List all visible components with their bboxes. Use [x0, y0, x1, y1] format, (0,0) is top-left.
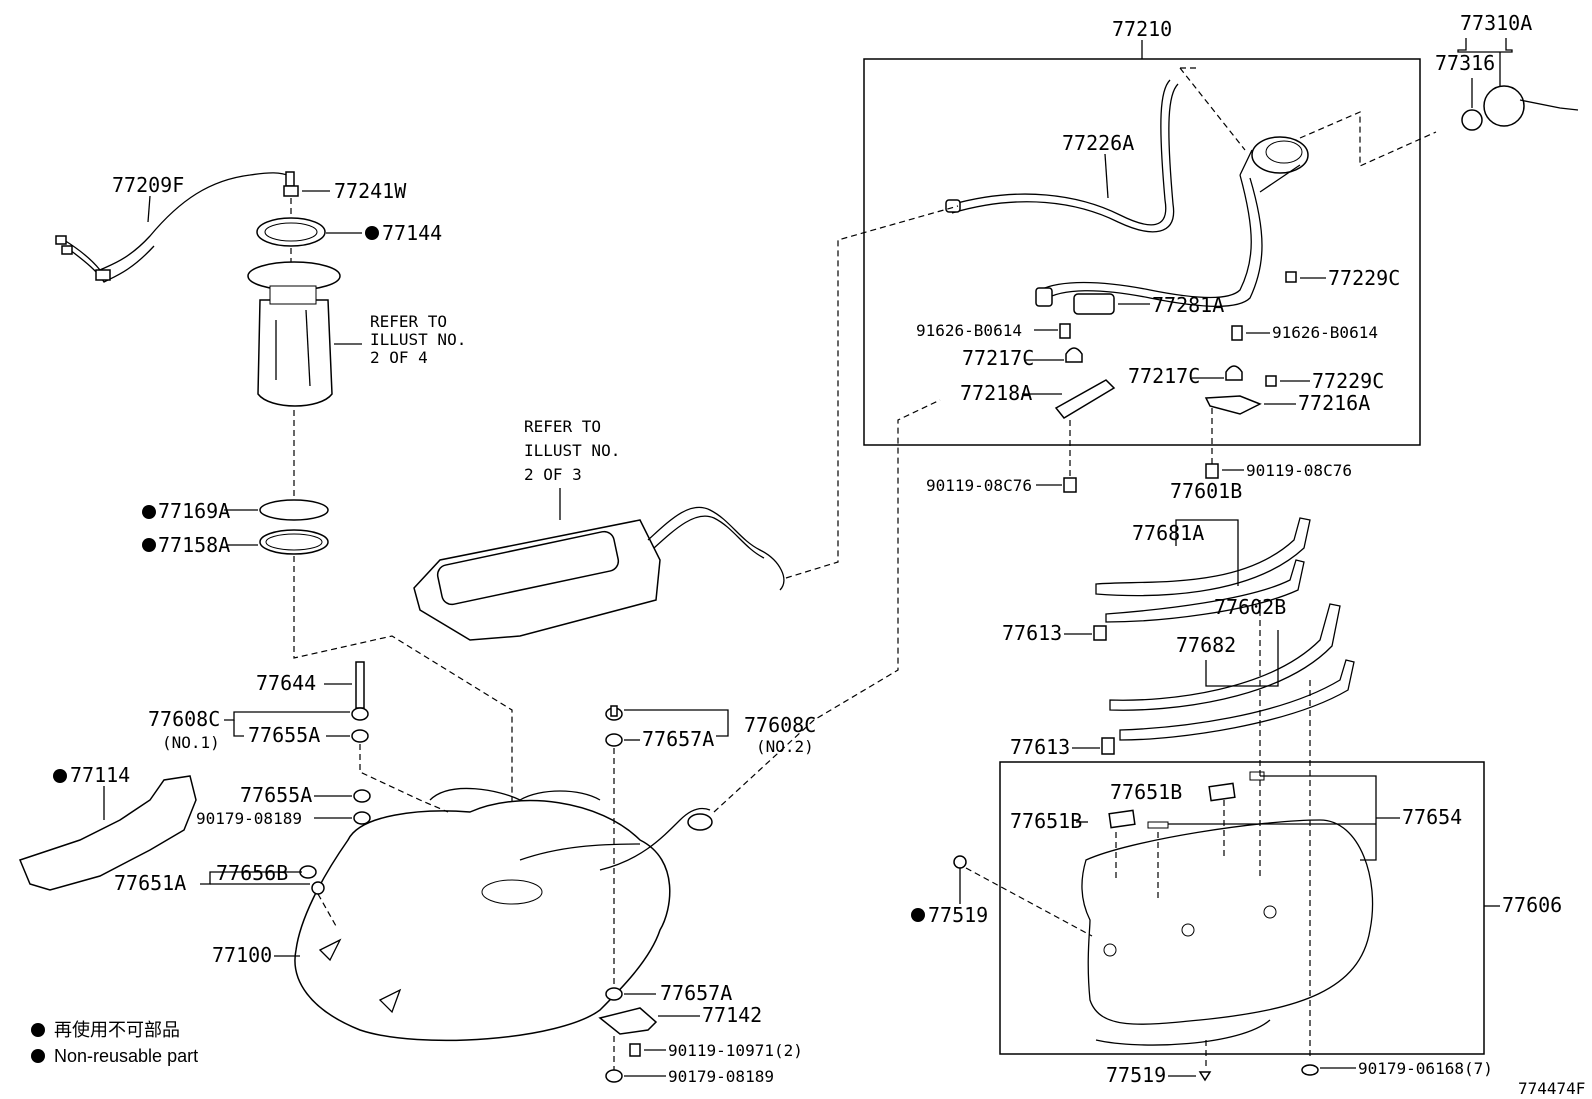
charcoal-canister[interactable]	[413, 506, 785, 641]
nonreusable-mark-77114	[53, 769, 67, 783]
bracket-77142[interactable]	[598, 1007, 658, 1035]
label-77644[interactable]: 77644	[256, 671, 316, 695]
label-77241W[interactable]: 77241W	[334, 179, 407, 203]
label-77519-b[interactable]: 77519	[1106, 1063, 1166, 1087]
bracket-77216A[interactable]	[1204, 395, 1262, 415]
retainer-ring-77144[interactable]	[256, 217, 326, 247]
cushion-77651B-b[interactable]	[1108, 809, 1136, 829]
clip-77241W[interactable]	[283, 185, 299, 197]
fuel-pump-assembly[interactable]	[247, 261, 341, 407]
refer-note-2-line3: 2 OF 3	[524, 465, 582, 484]
label-77218A[interactable]: 77218A	[960, 381, 1032, 405]
label-77100[interactable]: 77100	[212, 943, 272, 967]
wire-harness-77209F[interactable]	[55, 171, 295, 283]
label-77654[interactable]: 77654	[1402, 805, 1462, 829]
fuel-cap[interactable]	[1461, 85, 1579, 131]
label-77613-a[interactable]: 77613	[1002, 621, 1062, 645]
fuel-tank-protector-77606[interactable]	[1081, 819, 1374, 1046]
filler-pipe[interactable]	[945, 79, 1309, 307]
label-77229C-a[interactable]: 77229C	[1328, 266, 1400, 290]
legend-text-en: Non-reusable part	[54, 1046, 198, 1066]
protector-77218A[interactable]	[1054, 379, 1116, 419]
refer-note-2-line1: REFER TO	[524, 417, 601, 436]
label-77608C-b[interactable]: 77608C	[744, 713, 816, 737]
label-90179-08189-b[interactable]: 90179-08189	[668, 1067, 774, 1086]
clamp-77281A[interactable]	[1073, 293, 1115, 315]
label-77682[interactable]: 77682	[1176, 633, 1236, 657]
legend-bullet-jp	[31, 1023, 45, 1037]
label-77114[interactable]: 77114	[70, 763, 130, 787]
gasket-77169A[interactable]	[259, 499, 329, 521]
label-77681A[interactable]: 77681A	[1132, 521, 1204, 545]
label-90179-06168[interactable]: 90179-06168(7)	[1358, 1059, 1493, 1078]
stud-77644[interactable]	[355, 661, 365, 709]
label-77608C-a-sub: (NO.1)	[162, 733, 220, 752]
label-77608C-a[interactable]: 77608C	[148, 707, 220, 731]
label-90119-08C76-a[interactable]: 90119-08C76	[926, 476, 1032, 495]
label-77142[interactable]: 77142	[702, 1003, 762, 1027]
label-77229C-b[interactable]: 77229C	[1312, 369, 1384, 393]
heat-insulator-77114[interactable]	[18, 775, 197, 891]
nonreusable-mark-77144	[365, 226, 379, 240]
legend-text-jp: 再使用不可部品	[54, 1020, 180, 1040]
label-77216A[interactable]: 77216A	[1298, 391, 1370, 415]
refer-note-2-line2: ILLUST NO.	[524, 441, 620, 460]
label-77606[interactable]: 77606	[1502, 893, 1562, 917]
label-91626-a[interactable]: 91626-B0614	[916, 321, 1022, 340]
clip-77217C-b[interactable]	[1225, 365, 1243, 381]
label-77217C-b[interactable]: 77217C	[1128, 364, 1200, 388]
gasket-77158A[interactable]	[259, 529, 329, 555]
label-77209F[interactable]: 77209F	[112, 173, 184, 197]
label-77144[interactable]: 77144	[382, 221, 442, 245]
fuel-tank-band-77601B[interactable]	[1095, 517, 1311, 623]
fuel-tank-77100[interactable]	[294, 787, 713, 1042]
label-77226A[interactable]: 77226A	[1062, 131, 1134, 155]
clip-77217C-a[interactable]	[1065, 347, 1083, 363]
label-77651A[interactable]: 77651A	[114, 871, 186, 895]
label-77169A[interactable]: 77169A	[158, 499, 230, 523]
label-90179-08189-a[interactable]: 90179-08189	[196, 809, 302, 828]
label-77657A-b[interactable]: 77657A	[660, 981, 732, 1005]
nonreusable-mark-77158A	[142, 538, 156, 552]
refer-note-1-line2: ILLUST NO.	[370, 330, 466, 349]
label-77608C-b-sub: (NO.2)	[756, 737, 814, 756]
label-77316[interactable]: 77316	[1435, 51, 1495, 75]
diagram-id: 774474F	[1518, 1079, 1585, 1098]
label-77651B-b[interactable]: 77651B	[1010, 809, 1082, 833]
label-77655A-b[interactable]: 77655A	[240, 783, 312, 807]
label-77281A[interactable]: 77281A	[1152, 293, 1224, 317]
label-77210[interactable]: 77210	[1112, 17, 1172, 41]
label-91626-b[interactable]: 91626-B0614	[1272, 323, 1378, 342]
legend-bullet-en	[31, 1049, 45, 1063]
label-77657A-a[interactable]: 77657A	[642, 727, 714, 751]
refer-note-1-line1: REFER TO	[370, 312, 447, 331]
fuel-tank-band-77602B[interactable]	[1109, 603, 1355, 741]
label-90119-08C76-b[interactable]: 90119-08C76	[1246, 461, 1352, 480]
label-77601B[interactable]: 77601B	[1170, 479, 1242, 503]
nonreusable-mark-77519	[911, 908, 925, 922]
label-77655A-a[interactable]: 77655A	[248, 723, 320, 747]
label-77519-a[interactable]: 77519	[928, 903, 988, 927]
label-77613-b[interactable]: 77613	[1010, 735, 1070, 759]
label-77217C-a[interactable]: 77217C	[962, 346, 1034, 370]
label-77656B[interactable]: 77656B	[216, 861, 288, 885]
refer-note-1-line3: 2 OF 4	[370, 348, 428, 367]
label-77651B-a[interactable]: 77651B	[1110, 780, 1182, 804]
tank-protector-group-box	[999, 761, 1485, 1055]
nonreusable-mark-77169A	[142, 505, 156, 519]
clip-77229C[interactable]	[1285, 271, 1297, 283]
label-90119-10971[interactable]: 90119-10971(2)	[668, 1041, 803, 1060]
label-77602B[interactable]: 77602B	[1214, 595, 1286, 619]
label-77158A[interactable]: 77158A	[158, 533, 230, 557]
cushion-77651B-a[interactable]	[1208, 782, 1236, 802]
label-77310A[interactable]: 77310A	[1460, 11, 1532, 35]
